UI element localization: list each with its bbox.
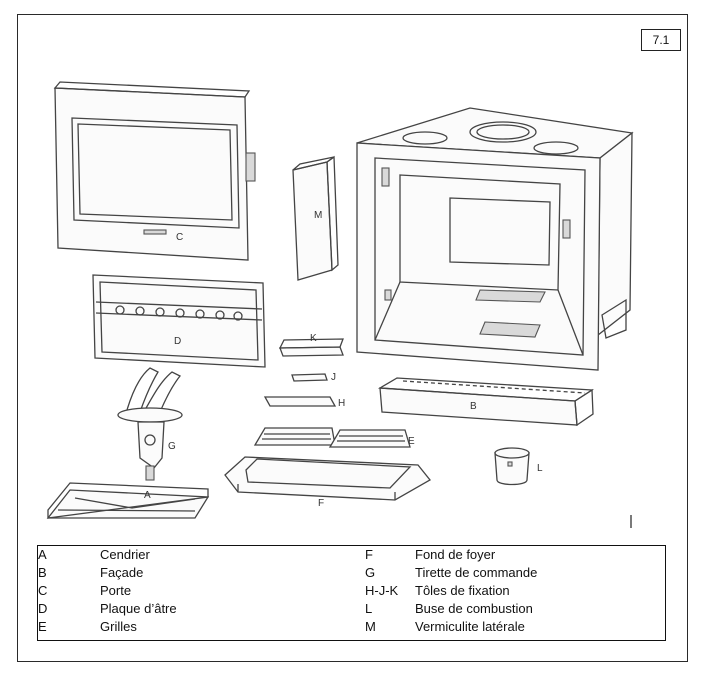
legend-desc-g: Tirette de commande bbox=[415, 565, 538, 580]
legend-desc-d: Plaque d’âtre bbox=[100, 601, 177, 616]
legend-table: A Cendrier F Fond de foyer B Façade G Ti… bbox=[38, 546, 665, 636]
part-letter-g: G bbox=[168, 441, 176, 452]
part-combustion-nozzle: L bbox=[494, 447, 543, 486]
part-door: C bbox=[53, 81, 256, 261]
legend-row: D Plaque d’âtre L Buse de combustion bbox=[38, 600, 665, 618]
legend-desc-e: Grilles bbox=[100, 619, 137, 634]
part-letter-j: J bbox=[331, 372, 336, 383]
part-vermiculite: M bbox=[292, 155, 339, 281]
part-fixing-plates: K J H bbox=[263, 333, 345, 409]
part-control-pull: G bbox=[117, 367, 183, 481]
exploded-view-drawing: C M bbox=[46, 81, 634, 528]
part-facade: B bbox=[377, 377, 595, 427]
part-letter-l: L bbox=[537, 463, 543, 474]
legend-row: B Façade G Tirette de commande bbox=[38, 564, 665, 582]
part-grilles: E bbox=[253, 427, 415, 448]
figure-number: 7.1 bbox=[641, 29, 681, 51]
part-letter-e: E bbox=[408, 436, 415, 447]
legend-row: E Grilles M Vermiculite latérale bbox=[38, 618, 665, 636]
legend-desc-m: Vermiculite latérale bbox=[415, 619, 525, 634]
legend-code-c: C bbox=[38, 583, 48, 598]
part-firebox-bottom: F bbox=[224, 456, 431, 509]
legend-desc-c: Porte bbox=[100, 583, 132, 598]
part-letter-m: M bbox=[314, 210, 322, 221]
part-letter-h: H bbox=[338, 398, 345, 409]
legend-code-m: M bbox=[365, 619, 376, 634]
part-letter-f: F bbox=[318, 498, 324, 509]
legend-code-d: D bbox=[38, 601, 48, 616]
legend-code-g: G bbox=[365, 565, 376, 580]
legend-code-b: B bbox=[38, 565, 47, 580]
part-letter-k: K bbox=[310, 333, 317, 344]
stove-body bbox=[356, 107, 634, 371]
legend-code-l: L bbox=[365, 601, 373, 616]
parts-legend: A Cendrier F Fond de foyer B Façade G Ti… bbox=[37, 545, 666, 641]
legend-code-f: F bbox=[365, 547, 373, 562]
door-handle bbox=[245, 152, 256, 182]
legend-desc-b: Façade bbox=[100, 565, 144, 580]
legend-code-a: A bbox=[38, 547, 47, 562]
part-letter-c: C bbox=[176, 232, 183, 243]
legend-row: A Cendrier F Fond de foyer bbox=[38, 546, 665, 564]
part-ash-pan: A bbox=[46, 482, 210, 519]
part-hearth-plate: D bbox=[92, 274, 266, 368]
legend-desc-f: Fond de foyer bbox=[415, 547, 496, 562]
part-letter-d: D bbox=[174, 336, 181, 347]
legend-desc-l: Buse de combustion bbox=[415, 601, 533, 616]
page-frame bbox=[17, 14, 688, 662]
part-letter-b: B bbox=[470, 401, 477, 412]
legend-row: C Porte H-J-K Tôles de fixation bbox=[38, 582, 665, 600]
legend-code-e: E bbox=[38, 619, 47, 634]
part-letter-a: A bbox=[144, 490, 151, 501]
legend-code-hjk: H-J-K bbox=[365, 583, 399, 598]
legend-desc-a: Cendrier bbox=[100, 547, 150, 562]
legend-desc-hjk: Tôles de fixation bbox=[415, 583, 510, 598]
